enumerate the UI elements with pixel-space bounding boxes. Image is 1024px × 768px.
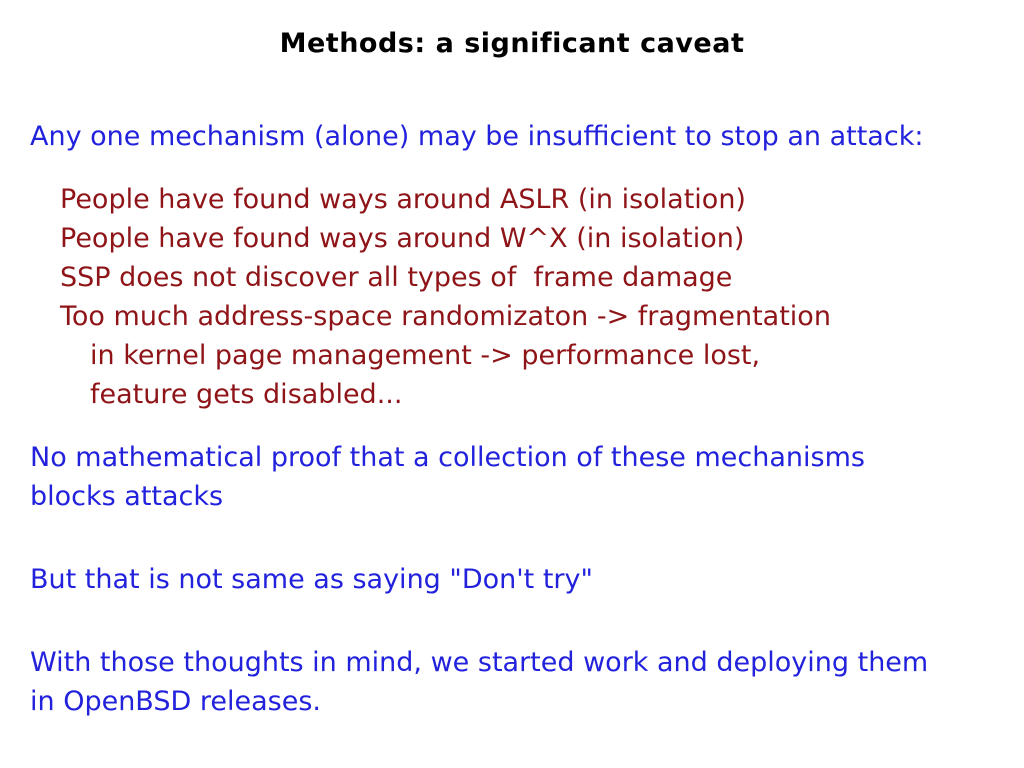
caveat-line-feature-disabled: feature gets disabled... [90, 379, 403, 410]
conclusion-openbsd-line-2: in OpenBSD releases. [30, 686, 321, 717]
caveat-line-ssp: SSP does not discover all types of frame… [60, 262, 733, 293]
caveat-line-aslr: People have found ways around ASLR (in i… [60, 184, 746, 215]
caveat-line-kernel-page: in kernel page management -> performance… [90, 340, 761, 371]
conclusion-dont-try-line-1: But that is not same as saying "Don't tr… [30, 564, 593, 595]
conclusion-no-proof-line-1: No mathematical proof that a collection … [30, 442, 865, 473]
conclusion-openbsd-line-1: With those thoughts in mind, we started … [30, 647, 929, 678]
caveat-line-wxorx: People have found ways around W^X (in is… [60, 223, 745, 254]
conclusion-openbsd: With those thoughts in mind, we started … [30, 643, 994, 721]
conclusion-dont-try: But that is not same as saying "Don't tr… [30, 560, 994, 599]
caveat-line-randomization: Too much address-space randomizaton -> f… [60, 301, 831, 332]
slide-title: Methods: a significant caveat [279, 28, 745, 59]
conclusion-no-proof-line-2: blocks attacks [30, 481, 224, 512]
caveat-list: People have found ways around ASLR (in i… [0, 180, 1024, 414]
conclusion-no-proof: No mathematical proof that a collection … [30, 438, 994, 516]
intro-statement: Any one mechanism (alone) may be insuffi… [30, 121, 924, 152]
